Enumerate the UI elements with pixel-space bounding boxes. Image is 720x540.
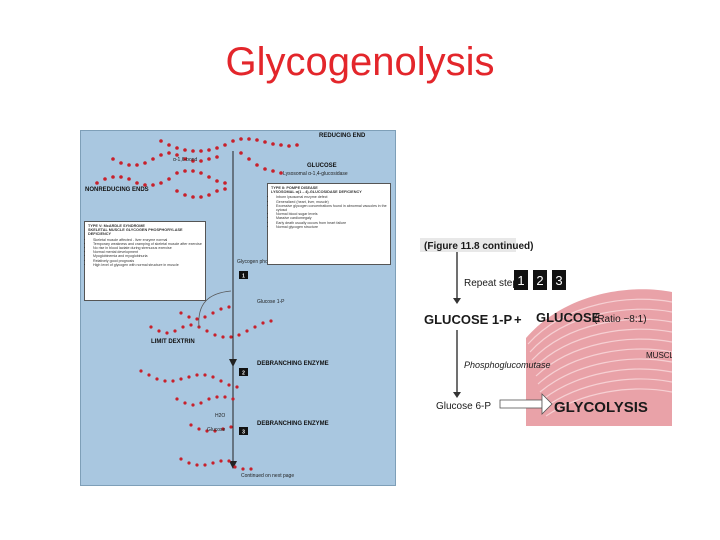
- muscle-label: MUSCLE: [646, 351, 672, 360]
- muscle-illustration: [526, 289, 672, 426]
- repeat-step-1-label: 1: [517, 273, 524, 288]
- repeat-step-2: [533, 270, 547, 290]
- glycolysis-diagram: (Figure 11.8 continued) Repeat steps 1 2…: [420, 238, 672, 426]
- step-badge-2-label: 2: [242, 371, 245, 377]
- list-item: Massive cardiomegaly: [276, 216, 387, 220]
- mcardle-box-list: Skeletal muscle affected - liver enzyme …: [88, 238, 202, 267]
- glycolysis-figure: (Figure 11.8 continued) Repeat steps 1 2…: [416, 232, 672, 426]
- mcardle-box-subtitle: SKELETAL MUSCLE GLYCOGEN PHOSPHORYLASE D…: [88, 228, 183, 237]
- glycogen-degradation-diagram: 1 2 3 REDUCING END α-1,6-bond NONREDUCIN…: [85, 133, 366, 479]
- list-item: High level of glycogen with normal struc…: [93, 263, 202, 267]
- caption-box: [420, 238, 516, 252]
- pompe-disease-box: TYPE II: POMPE DISEASE LYSOSOMAL α(1→4)-…: [267, 183, 391, 265]
- repeat-step-2-label: 2: [536, 273, 543, 288]
- mutase-arrow-head: [453, 392, 461, 398]
- glucose-1p-label: GLUCOSE 1-P: [424, 312, 512, 327]
- list-item: Inborn lysosomal enzyme defect: [276, 195, 387, 199]
- reducing-end-label: REDUCING END: [319, 133, 366, 139]
- glycolysis-label: GLYCOLYSIS: [554, 399, 648, 416]
- slide-title: Glycogenolysis: [225, 40, 495, 84]
- debranching-enzyme-label: DEBRANCHING ENZYME: [257, 361, 329, 367]
- list-item: Generalized (heart, liver, muscle): [276, 200, 387, 204]
- pompe-box-list: Inborn lysosomal enzyme defect Generaliz…: [271, 195, 387, 229]
- pathway-arrow-head: [229, 461, 237, 469]
- glycogen-chain-upper: [95, 137, 299, 199]
- step-badge-1: [239, 271, 248, 279]
- continued-label: Continued on next page: [241, 473, 294, 479]
- glucose-label: GLUCOSE: [536, 310, 601, 325]
- step-badge-3-label: 3: [242, 430, 245, 436]
- repeat-step-1: [514, 270, 528, 290]
- glycogen-chain-lower: [139, 305, 273, 471]
- glycolysis-arrow-shaft: [499, 399, 543, 409]
- pompe-box-subtitle: LYSOSOMAL α(1→4)-GLUCOSIDASE DEFICIENCY: [271, 190, 362, 195]
- lysosomal-enzyme-label: Lysosomal α-1,4-glucosidase: [283, 171, 348, 177]
- list-item: Myoglobinemia and myoglobinuria: [93, 254, 202, 258]
- step-badge-1-label: 1: [242, 274, 245, 280]
- list-item: Normal mental development: [93, 250, 202, 254]
- list-item: Skeletal muscle affected - liver enzyme …: [93, 238, 202, 242]
- step-badge-2: [239, 368, 248, 376]
- glycolysis-arrow-head: [541, 393, 553, 415]
- list-item: Normal blood sugar levels: [276, 212, 387, 216]
- alpha-bond-label: α-1,6-bond: [173, 157, 198, 163]
- phosphoglucomutase-label: Phosphoglucomutase: [464, 360, 551, 370]
- debranching-enzyme-label-2: DEBRANCHING ENZYME: [257, 421, 329, 427]
- pathway-arrow-head-2: [229, 359, 237, 367]
- figure-caption: (Figure 11.8 continued): [424, 241, 533, 252]
- mcardle-box-title: TYPE V: McARDLE SYNDROME: [88, 224, 145, 228]
- step-badge-3: [239, 427, 248, 435]
- glucose-6p-label: Glucose 6-P: [436, 401, 491, 412]
- callout-arrow: [198, 290, 232, 328]
- nonreducing-ends-label: NONREDUCING ENDS: [85, 187, 149, 193]
- list-item: Temporary weakness and cramping of skele…: [93, 242, 202, 246]
- glucose-small-label: Glucose: [207, 427, 226, 433]
- repeat-arrow-head: [453, 298, 461, 304]
- limit-dextrin-label: LIMIT DEXTRIN: [151, 339, 195, 345]
- list-item: Normal glycogen structure: [276, 225, 387, 229]
- list-item: Excessive glycogen concentrations found …: [276, 204, 387, 212]
- plus-label: +: [514, 312, 522, 327]
- repeat-steps-label: Repeat steps: [464, 278, 523, 289]
- mcardle-syndrome-box: TYPE V: McARDLE SYNDROME SKELETAL MUSCLE…: [84, 221, 206, 301]
- glucose-label: GLUCOSE: [307, 163, 337, 169]
- glucose-1p-label: Glucose 1-P: [257, 299, 285, 305]
- list-item: Early death usually occurs from heart fa…: [276, 221, 387, 225]
- repeat-step-3-label: 3: [555, 273, 562, 288]
- repeat-step-3: [552, 270, 566, 290]
- glycogen-phosphorylase-label: Glycogen phosphorylase: [237, 259, 292, 265]
- ratio-label: (Ratio ~8:1): [594, 314, 647, 325]
- list-item: No rise in blood lactate during strenuou…: [93, 246, 202, 250]
- pompe-box-title: TYPE II: POMPE DISEASE: [271, 186, 318, 190]
- h2o-label: H2O: [215, 413, 225, 419]
- glycogen-degradation-figure: 1 2 3 REDUCING END α-1,6-bond NONREDUCIN…: [80, 130, 396, 486]
- list-item: Relatively good prognosis: [93, 259, 202, 263]
